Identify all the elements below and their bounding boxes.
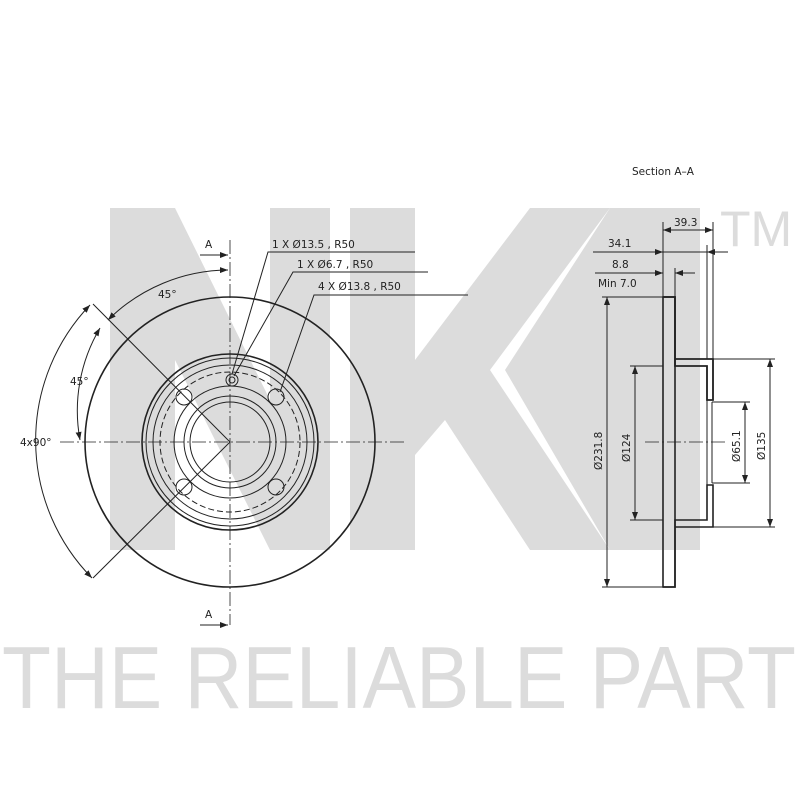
callout-bolt-holes: 4 X Ø13.8 , R50 — [318, 281, 401, 293]
callout-locating-hole: 1 X Ø13.5 , R50 — [272, 239, 355, 251]
tagline-watermark: THE RELIABLE PART — [2, 628, 796, 727]
dim-min-thickness: Min 7.0 — [598, 278, 637, 290]
dim-hat-outer-diameter: Ø135 — [756, 432, 768, 460]
angle-label: 45° — [158, 289, 177, 301]
section-marker-top: A — [205, 239, 213, 251]
callout-small-hole: 1 X Ø6.7 , R50 — [297, 259, 373, 271]
nk-logo-watermark: TM THE RELIABLE PART — [2, 201, 796, 727]
dim-thickness: 8.8 — [612, 259, 629, 271]
section-title: Section A–A — [632, 166, 695, 178]
bolt-hole — [267, 478, 285, 496]
angle-label: 4x90° — [20, 437, 52, 449]
trademark-mark: TM — [720, 201, 792, 257]
section-view: Section A–A 39.3 34.1 8.8 Min 7.0 Ø231.8… — [593, 166, 775, 588]
dim-hat-inner-diameter: Ø124 — [621, 433, 633, 462]
dim-outer-diameter: Ø231.8 — [593, 432, 605, 470]
dim-overall-height: 39.3 — [674, 217, 697, 229]
angle-label: 45° — [70, 376, 89, 388]
dim-center-bore: Ø65.1 — [731, 430, 743, 462]
dim-hat-height: 34.1 — [608, 238, 631, 250]
bolt-hole — [175, 388, 193, 406]
bolt-hole — [175, 478, 193, 496]
bolt-hole — [267, 388, 285, 406]
section-marker-bottom: A — [205, 609, 213, 621]
front-view: A A 45° 45° 4x90° 1 X Ø13.5 , R50 1 X Ø6… — [20, 239, 468, 628]
